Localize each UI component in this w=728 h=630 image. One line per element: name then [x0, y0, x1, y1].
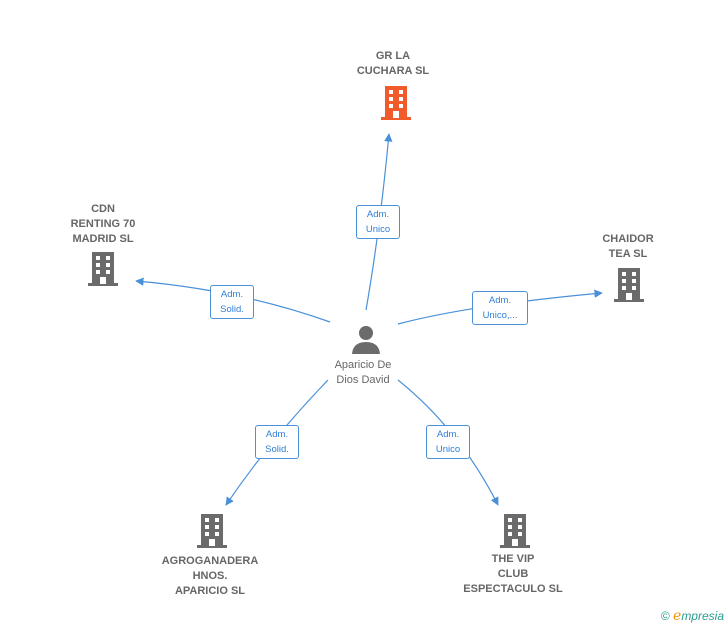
company-name: AGROGANADERA HNOS. APARICIO SL	[161, 555, 259, 597]
role-badge-cdn-renting[interactable]: Adm. Solid.	[210, 285, 254, 319]
role-badge-agroganadera[interactable]: Adm. Solid.	[255, 425, 299, 459]
building-icon	[381, 86, 411, 120]
empresia-logo-e: e	[673, 608, 682, 624]
person-icon	[352, 326, 380, 354]
building-icon	[614, 268, 644, 302]
center-person-name: Aparicio De Dios David	[334, 359, 392, 386]
building-icon	[197, 514, 227, 548]
copyright-icon: ©	[660, 609, 670, 623]
role-badge-chaidor-tea[interactable]: Adm. Unico,...	[472, 291, 528, 325]
empresia-logo-text: mpresia	[681, 609, 724, 623]
empresia-watermark: © empresia	[661, 608, 724, 624]
company-name: CHAIDOR TEA SL	[602, 233, 654, 260]
building-icon	[88, 252, 118, 286]
company-name: GR LA CUCHARA SL	[356, 50, 430, 77]
building-icon	[500, 514, 530, 548]
role-badge-gr-la-cuchara[interactable]: Adm. Unico	[356, 205, 400, 239]
company-name: THE VIP CLUB ESPECTACULO SL	[463, 553, 563, 595]
company-name: CDN RENTING 70 MADRID SL	[70, 203, 136, 245]
role-badge-the-vip-club[interactable]: Adm. Unico	[426, 425, 470, 459]
